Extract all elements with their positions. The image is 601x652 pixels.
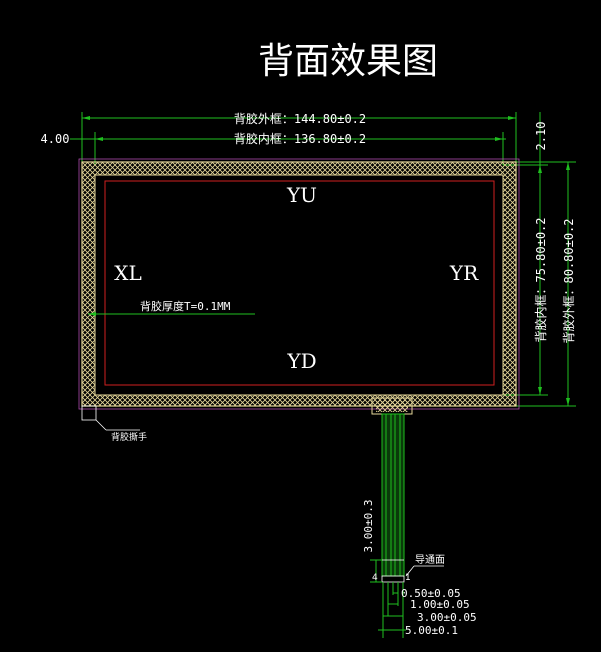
adhesive-frame [78,158,520,410]
pad-width-label: 1.00±0.05 [410,598,470,611]
drawing-title: 背面效果图 [258,41,438,82]
pin-4-label: 4 [372,573,378,583]
tail-length-label: 3.00±0.3 [362,500,375,553]
electrode-yu-label: YU [286,183,317,207]
top-offset-dimension: 2.10 [516,112,548,175]
tail-width-label: 5.00±0.1 [405,624,458,637]
left-offset-label: 4.00 [41,132,70,146]
thickness-callout: 背胶厚度T=0.1MM [88,299,255,316]
tail-length-dimension: 3.00±0.3 [362,500,382,583]
outer-width-dimension: 背胶外框：144.80±0.2 [81,111,517,162]
pitch-label: 0.50±0.05 [401,587,461,600]
left-offset-dimension: 4.00 [41,132,95,146]
pad-span-label: 3.00±0.05 [417,611,477,624]
conductive-side-label: 导通面 [415,554,445,566]
outer-width-label: 背胶外框：144.80±0.2 [234,111,366,126]
pitch-dimensions: 0.50±0.05 1.00±0.05 3.00±0.05 5.00±0.1 [378,582,477,638]
top-offset-label: 2.10 [534,122,548,151]
thickness-label: 背胶厚度T=0.1MM [140,299,231,313]
electrode-yr-label: YR [449,261,479,285]
pull-tab: 背胶撕手 [81,405,147,443]
outer-height-label: 背胶外框：80.80±0.2 [561,218,576,343]
electrode-yd-label: YD [286,349,316,373]
inner-width-dimension: 背胶内框：136.80±0.2 [92,131,506,165]
active-area [104,180,495,386]
conductive-side-callout: 导通面 1 4 [372,554,445,583]
fpc-tail [371,397,413,583]
outer-height-dimension: 背胶外框：80.80±0.2 [516,161,576,407]
inner-height-label: 背胶内框：75.80±0.2 [533,217,548,342]
pull-tab-label: 背胶撕手 [111,431,147,443]
electrode-xl-label: XL [114,261,142,285]
pin-1-label: 1 [405,573,411,583]
inner-width-label: 背胶内框：136.80±0.2 [234,131,366,146]
